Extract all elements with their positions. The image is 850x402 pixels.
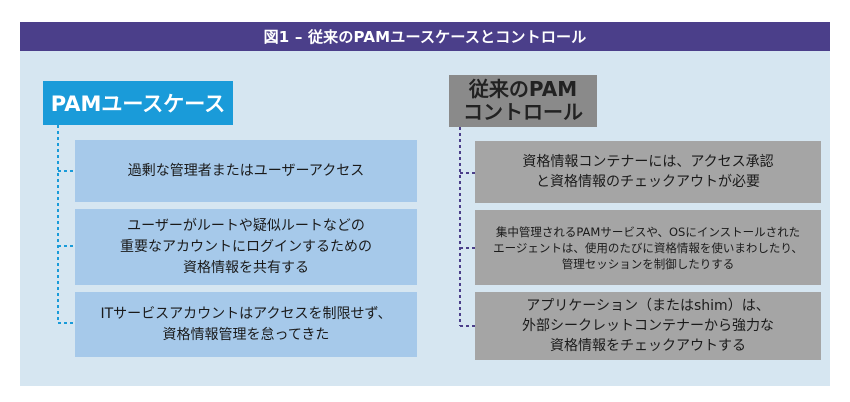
figure-title: 図1 – 従来のPAMユースケースとコントロール bbox=[20, 22, 830, 51]
box-text-line: ユーザーがルートや疑似ルートなどの bbox=[127, 217, 365, 234]
box-text-line: 重要なアカウントにログインするための bbox=[120, 238, 372, 255]
box-text-line: 資格情報を共有する bbox=[183, 259, 309, 276]
box-text-line: 資格情報管理を怠ってきた bbox=[162, 326, 330, 343]
left-column-header: PAMユースケース bbox=[43, 81, 233, 125]
use-case-box-3: ITサービスアカウントはアクセスを制限せず、 資格情報管理を怠ってきた bbox=[75, 292, 417, 357]
right-header-line: コントロール bbox=[463, 100, 583, 124]
control-box-3: アプリケーション（またはshim）は、 外部シークレットコンテナーから強力な 資… bbox=[475, 292, 821, 360]
control-box-1: 資格情報コンテナーには、アクセス承認 と資格情報のチェックアウトが必要 bbox=[475, 141, 821, 203]
box-text-line: 資格情報コンテナーには、アクセス承認 bbox=[522, 154, 774, 170]
box-text-line: 集中管理されるPAMサービスや、OSにインストールされた bbox=[495, 224, 801, 239]
use-case-box-2: ユーザーがルートや疑似ルートなどの 重要なアカウントにログインするための 資格情… bbox=[75, 209, 417, 285]
right-column-header: 従来のPAM コントロール bbox=[449, 75, 597, 127]
box-text-line: と資格情報のチェックアウトが必要 bbox=[536, 174, 760, 190]
box-text-line: ITサービスアカウントはアクセスを制限せず、 bbox=[100, 305, 392, 322]
right-header-line: 従来のPAM bbox=[468, 77, 578, 101]
control-box-2: 集中管理されるPAMサービスや、OSにインストールされた エージェントは、使用の… bbox=[475, 210, 821, 285]
use-case-box-1: 過剰な管理者またはユーザーアクセス bbox=[75, 140, 417, 202]
box-text-line: アプリケーション（またはshim）は、 bbox=[526, 298, 770, 314]
box-text-line: 外部シークレットコンテナーから強力な bbox=[522, 318, 774, 334]
box-text-line: 管理セッションを制御したりする bbox=[561, 256, 735, 271]
box-text-line: 資格情報をチェックアウトする bbox=[550, 338, 746, 354]
box-text-line: エージェントは、使用のたびに資格情報を使いまわしたり、 bbox=[493, 240, 803, 255]
box-text-line: 過剰な管理者またはユーザーアクセス bbox=[127, 162, 365, 179]
